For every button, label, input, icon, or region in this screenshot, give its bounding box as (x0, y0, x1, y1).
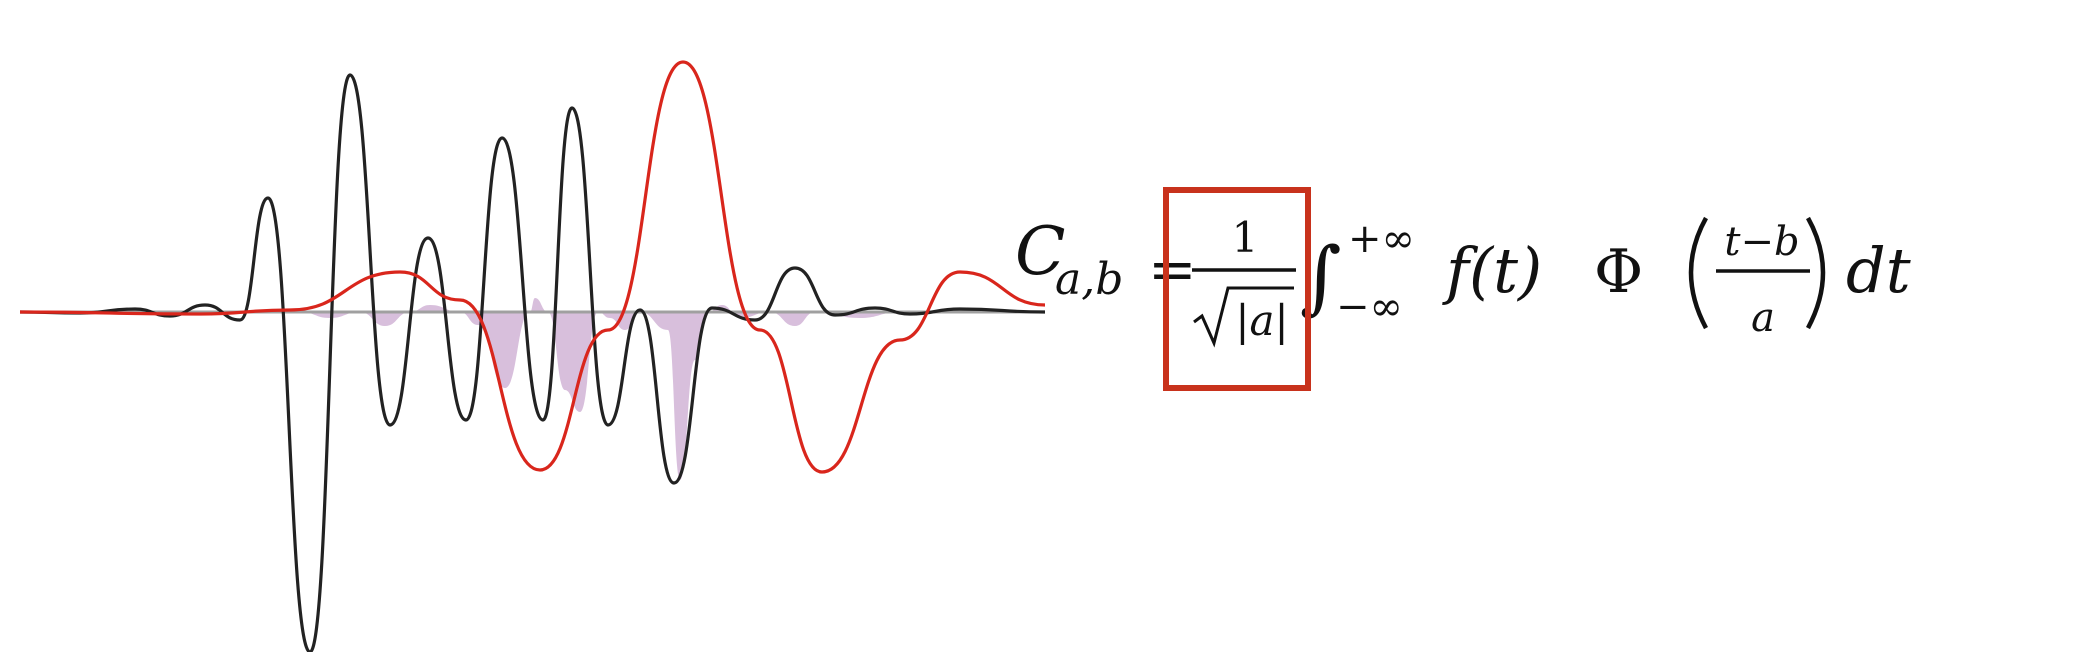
integral-upper-limit: +∞ (1348, 216, 1415, 262)
wavelet-curve (19, 60, 1046, 474)
argument-numerator: t−b (1724, 219, 1799, 265)
cwt-formula: C a,b = 1 |a| ∫ +∞ −∞ f(t) Φ t−b a dt (1015, 213, 1911, 348)
fraction-denominator: |a| (1235, 296, 1288, 345)
signal-waveform (19, 73, 1046, 652)
integral-lower-limit: −∞ (1336, 284, 1403, 330)
normalization-highlight-box (1163, 187, 1311, 391)
differential-dt: dt (1846, 234, 1911, 307)
wavelet-symbol: Φ (1594, 237, 1643, 307)
argument-denominator: a (1751, 295, 1775, 341)
fraction-numerator: 1 (1232, 213, 1259, 262)
equals-sign: = (1148, 235, 1197, 303)
coefficient-symbol: C (1015, 213, 1066, 290)
left-parenthesis (1688, 216, 1708, 330)
signal-function: f(t) (1442, 234, 1542, 307)
right-parenthesis (1806, 216, 1826, 330)
sqrt-sign-icon (1193, 286, 1294, 348)
coefficient-subscript: a,b (1055, 254, 1123, 305)
